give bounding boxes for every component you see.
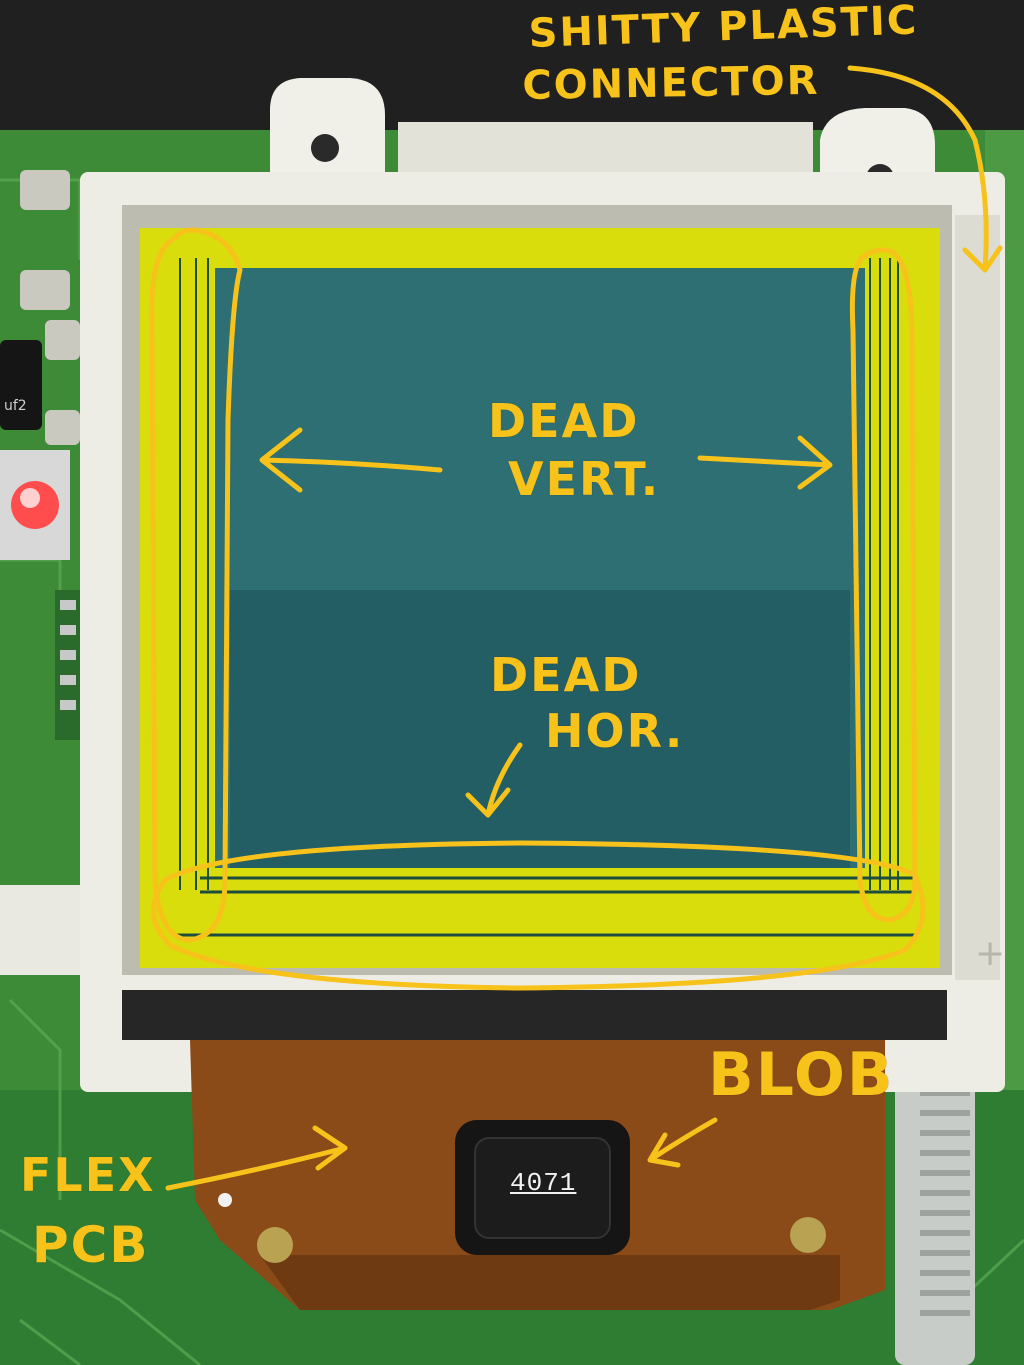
chip-marking: 4071 [510,1168,577,1198]
smd-pad-3 [45,320,80,360]
red-led-highlight [20,488,40,508]
frame-plus-mark: + [975,933,1005,974]
dead-vertical-lines-left [179,258,209,890]
flex-hole [218,1193,232,1207]
capacitor-marking: uf2 [4,398,27,414]
lcd-bottom-band [122,990,947,1040]
annotation-drawings [149,65,1003,1191]
connector-pins-left [55,590,83,740]
side-connector [0,885,90,975]
dead-vertical-lines-right [869,258,899,890]
blob-chip-inner [474,1137,611,1239]
flex-screw-left [257,1227,293,1263]
arrow-dead-hor [465,742,523,818]
flex-annotation-line2: PCB [32,1216,150,1274]
dead-vert-annotation-line2: VERT. [508,452,661,506]
connector-pins [60,600,76,710]
capacitor [0,340,42,430]
frame-side-rail [955,215,1000,980]
dead-vert-right-outline [849,247,918,923]
smd-pad-1 [20,170,70,210]
dead-vert-left-outline [149,227,243,943]
flex-annotation-line1: FLEX [20,1148,156,1202]
arrow-right [697,435,833,490]
dead-horizontal-lines [175,876,915,937]
dead-hor-annotation-line1: DEAD [490,648,642,702]
plastic-frame-top-tab-left [270,78,385,175]
connector-springs [920,1090,970,1316]
flex-screw-right [790,1217,826,1253]
smd-pad-4 [45,410,80,445]
flex-pcb-lower [260,1255,840,1310]
smd-pad-2 [20,270,70,310]
arrow-blob [647,1117,718,1168]
lcd-lower-shade [230,590,850,868]
ribbon-connector-top [398,122,813,177]
arrow-flex [165,1125,348,1191]
arrow-connector [847,65,1003,273]
frame-hole-left [311,134,339,162]
connector-annotation-line2: CONNECTOR [521,57,820,109]
dead-hor-annotation-line2: HOR. [545,704,685,758]
arrow-left [259,427,443,493]
plastic-frame-top-tab-right [820,108,935,185]
dead-vert-annotation-line1: DEAD [488,394,640,448]
blob-annotation: BLOB [708,1040,895,1110]
dead-hor-outline [151,840,926,991]
